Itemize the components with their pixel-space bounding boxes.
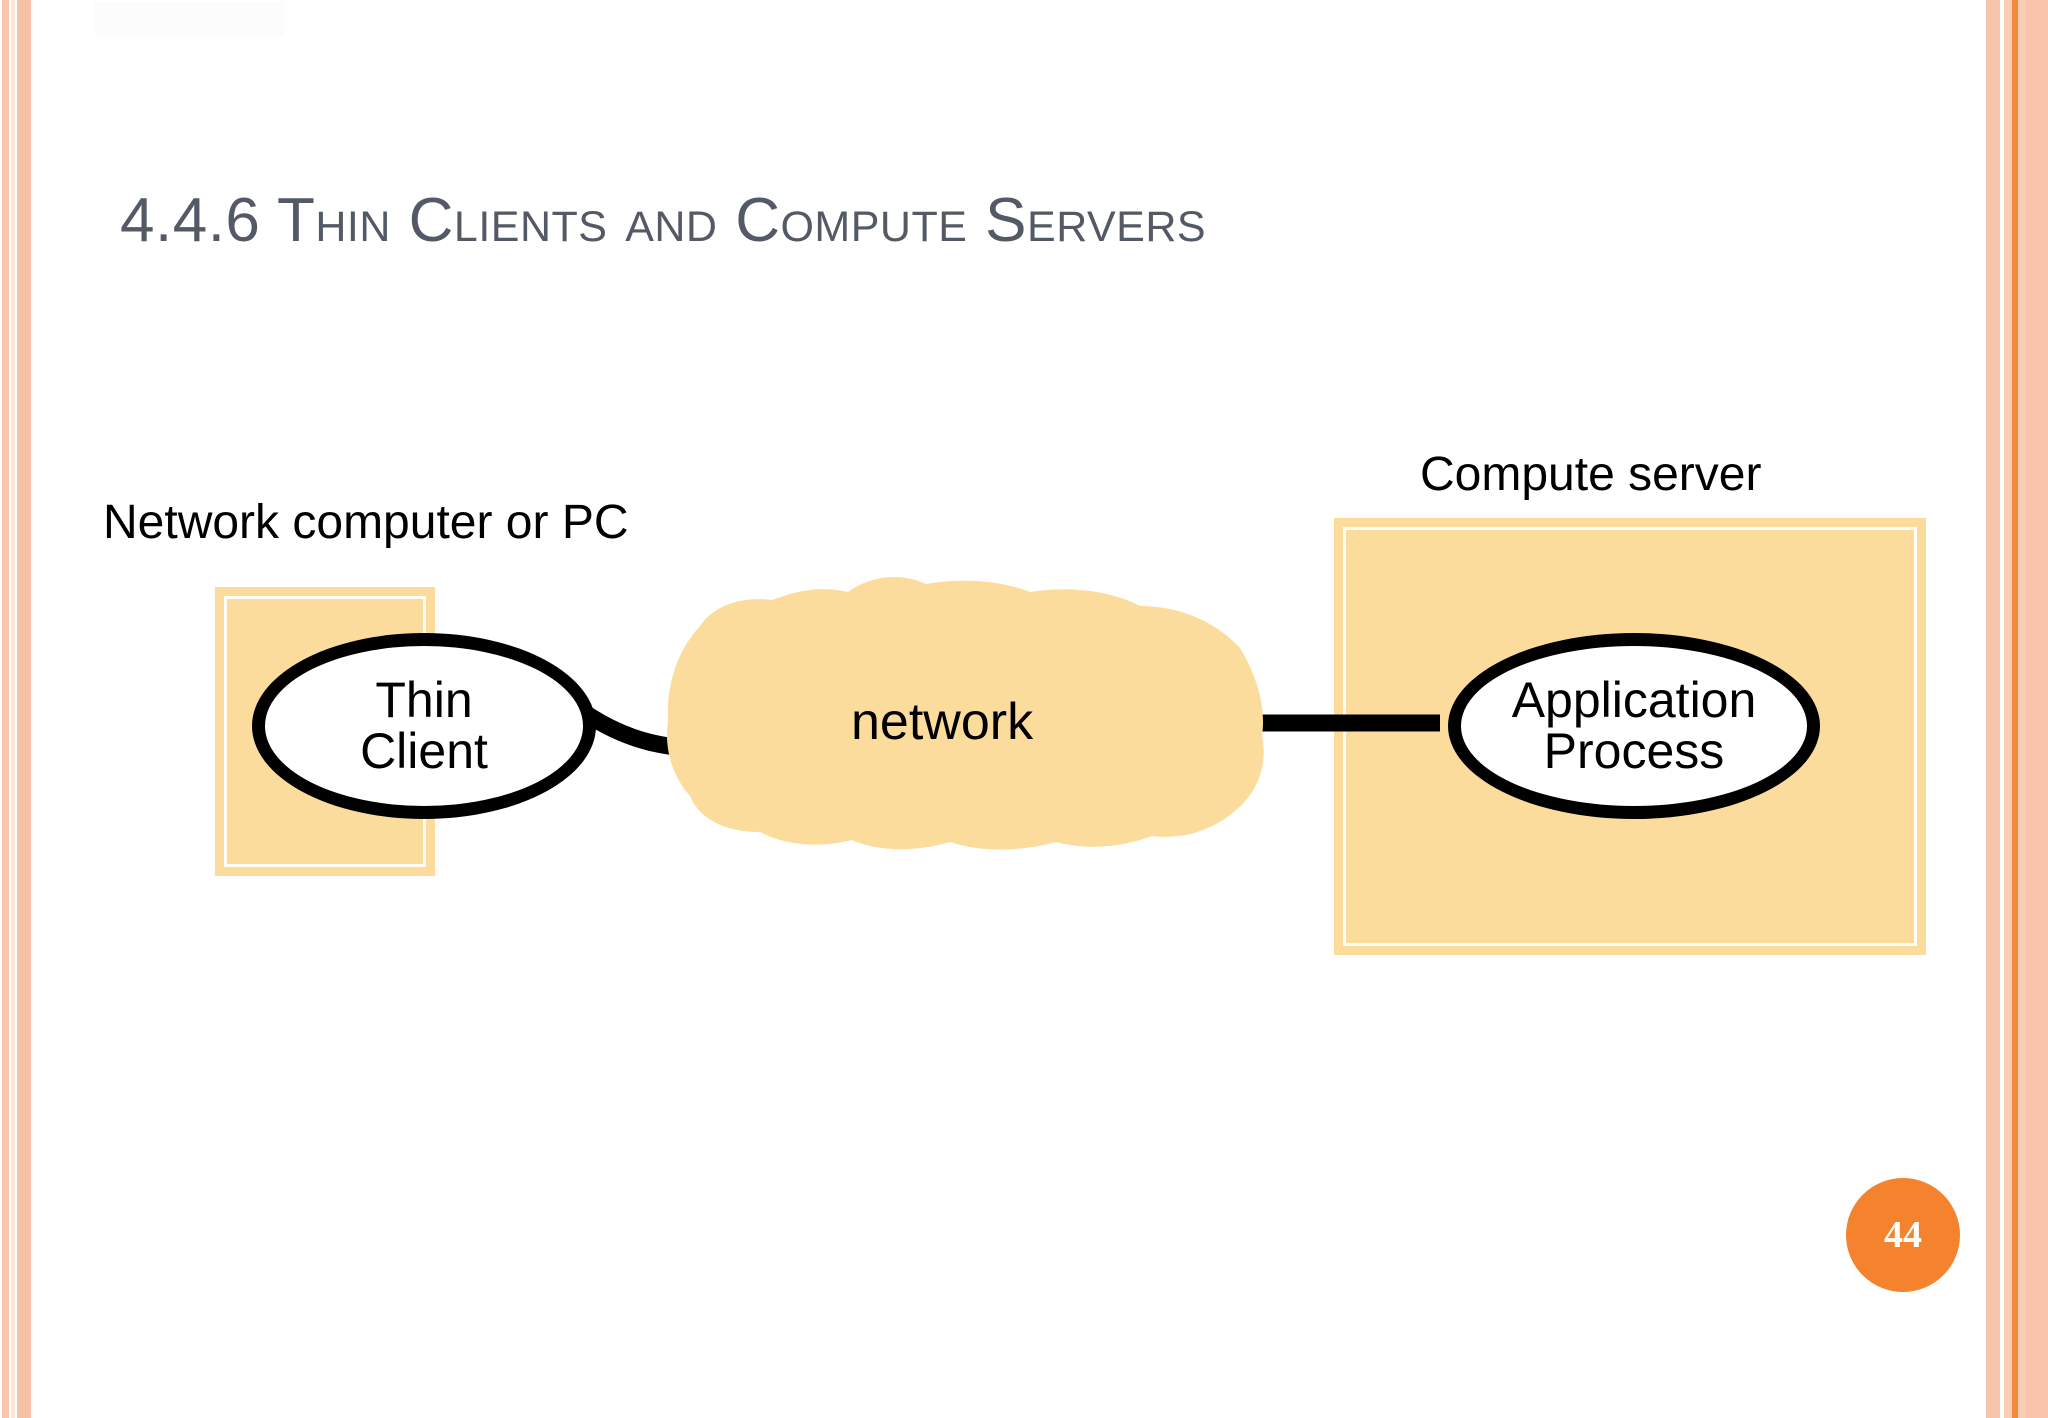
- thin-client-line-1: Thin: [375, 672, 473, 728]
- page-number-badge: 44: [1846, 1178, 1960, 1292]
- application-process-line-2: Process: [1543, 723, 1725, 779]
- application-process-line-1: Application: [1511, 672, 1757, 728]
- application-process-node: Application Process: [1448, 633, 1820, 819]
- border-stripe-right-1: [1986, 0, 2000, 1418]
- page-title: 4.4.6 Thin Clients and Compute Servers: [120, 186, 1207, 255]
- thin-client-line-2: Client: [360, 723, 488, 779]
- border-stripe-right-accent: [2012, 0, 2018, 1418]
- network-computer-label: Network computer or PC: [103, 496, 629, 549]
- border-stripe-right-4: [2018, 0, 2026, 1418]
- thin-client-node-text: Thin Client: [360, 675, 488, 777]
- application-process-node-text: Application Process: [1512, 675, 1757, 777]
- border-stripe-left-1: [2, 0, 9, 1418]
- network-cloud-shape: [666, 577, 1264, 850]
- watermark: [94, 2, 284, 36]
- network-cloud-label: network: [851, 693, 1034, 751]
- thin-client-node: Thin Client: [252, 633, 596, 819]
- border-stripe-right-5: [2026, 0, 2048, 1418]
- border-stripe-right-2: [2004, 0, 2012, 1418]
- border-stripe-left-3: [17, 0, 31, 1418]
- compute-server-label: Compute server: [1420, 448, 1762, 501]
- border-stripe-left-2: [11, 0, 15, 1418]
